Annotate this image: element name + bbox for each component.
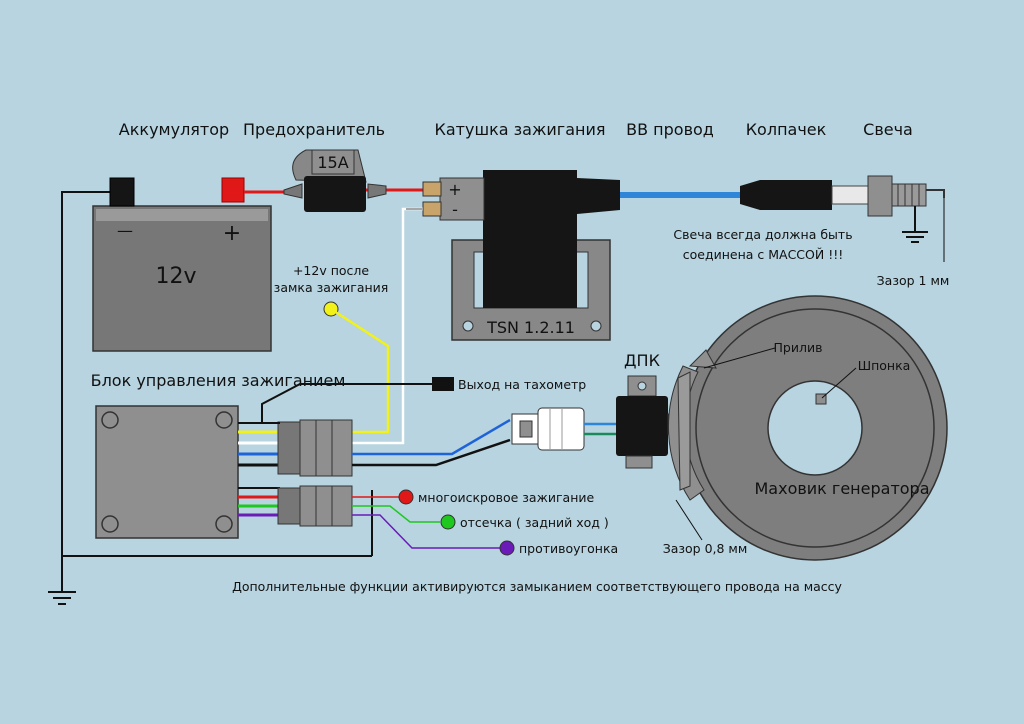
plug-note-line2: соединена с МАССОЙ !!! [683,247,843,262]
cap-label: Колпачек [746,120,827,139]
battery-minus-label: — [117,221,133,240]
coil-label: Катушка зажигания [435,120,606,139]
flywheel-label: Маховик генератора [754,479,929,498]
ignition-12v-line1: +12v после [293,263,369,278]
extra-functions: многоискровое зажигание отсечка ( задний… [352,489,618,556]
sensor-wire-blue [352,418,511,456]
ignition-control-unit [95,405,353,539]
ignition-12v-line2: замка зажигания [274,280,389,295]
battery-plus-label: + [223,221,241,246]
coil-model: TSN 1.2.11 [486,318,575,337]
plug-note-line1: Свеча всегда должна быть [673,227,852,242]
fuse-rating: 15A [317,153,348,172]
function-terminal-2 [440,514,456,530]
sensor-label: ДПК [624,351,661,370]
ground-wire [48,191,373,605]
yellow-wire [330,307,390,434]
plug-label: Свеча [863,120,913,139]
coil-plus-label: + [448,180,461,199]
fuse-label: Предохранитель [243,120,385,139]
key-label: Шпонка [858,358,911,373]
position-sensor [616,375,679,469]
function-terminal-1 [398,489,414,505]
function-label-3: противоугонка [519,541,618,556]
battery: — + 12v [92,177,272,352]
key-pointer [821,367,857,399]
flywheel [668,295,948,561]
fuse: 15A [283,149,387,212]
plug-gap-label: Зазор 1 мм [877,273,950,288]
ecu-label: Блок управления зажиганием [91,371,346,390]
boss-pointer [703,347,776,369]
spark-plug-cap [740,180,832,210]
sensor-connector [511,407,585,451]
sensor-wire-black [352,438,511,467]
function-label-1: многоискровое зажигание [418,490,594,505]
function-terminal-3 [499,540,515,556]
tacho-label: Выход на тахометр [458,377,586,392]
function-label-2: отсечка ( задний ход ) [460,515,609,530]
sensor-gap-pointer [675,499,703,541]
hv-wire-label: ВВ провод [626,120,714,139]
tacho-wire [261,383,432,424]
boss-label: Прилив [774,340,823,355]
coil-minus-label: - [452,200,458,219]
sensor-gap-label: Зазор 0,8 мм [663,541,748,556]
extra-functions-note: Дополнительные функции активируются замы… [232,579,842,594]
tacho-connector [432,377,454,391]
ignition-coil: + - TSN 1.2.11 [422,170,620,341]
spark-plug [831,175,945,262]
battery-label: Аккумулятор [119,120,229,139]
battery-voltage: 12v [155,264,196,289]
